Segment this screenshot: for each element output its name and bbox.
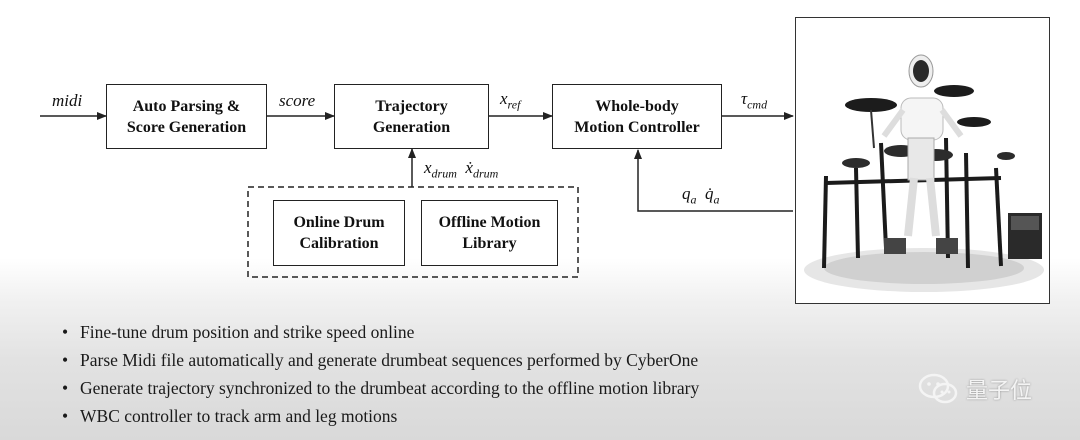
bullet-item: Fine-tune drum position and strike speed…: [62, 318, 699, 346]
xref-label: xref: [500, 89, 521, 112]
score-label: score: [279, 91, 316, 110]
xdrum-label: xdrum ẋdrum: [424, 158, 499, 181]
tau-cmd-label: τcmd: [741, 89, 768, 112]
bullet-item: Generate trajectory synchronized to the …: [62, 374, 699, 402]
diagram-connectors: [40, 112, 794, 278]
bullet-item: Parse Midi file automatically and genera…: [62, 346, 699, 374]
feature-bullet-list: Fine-tune drum position and strike speed…: [62, 318, 699, 430]
input-midi-label: midi: [52, 91, 83, 110]
offline-group-dashed: [247, 186, 579, 278]
arrow-feedback: [634, 149, 793, 212]
watermark: 量子位: [918, 372, 1032, 406]
watermark-text: 量子位: [966, 379, 1033, 404]
qa-feedback-label: qa q̇a: [682, 184, 720, 207]
bullet-item: WBC controller to track arm and leg moti…: [62, 402, 699, 430]
robot-drummer-photo: [795, 17, 1050, 304]
block-auto-parsing: Auto Parsing &Score Generation: [106, 84, 267, 149]
wechat-icon: [918, 373, 958, 404]
